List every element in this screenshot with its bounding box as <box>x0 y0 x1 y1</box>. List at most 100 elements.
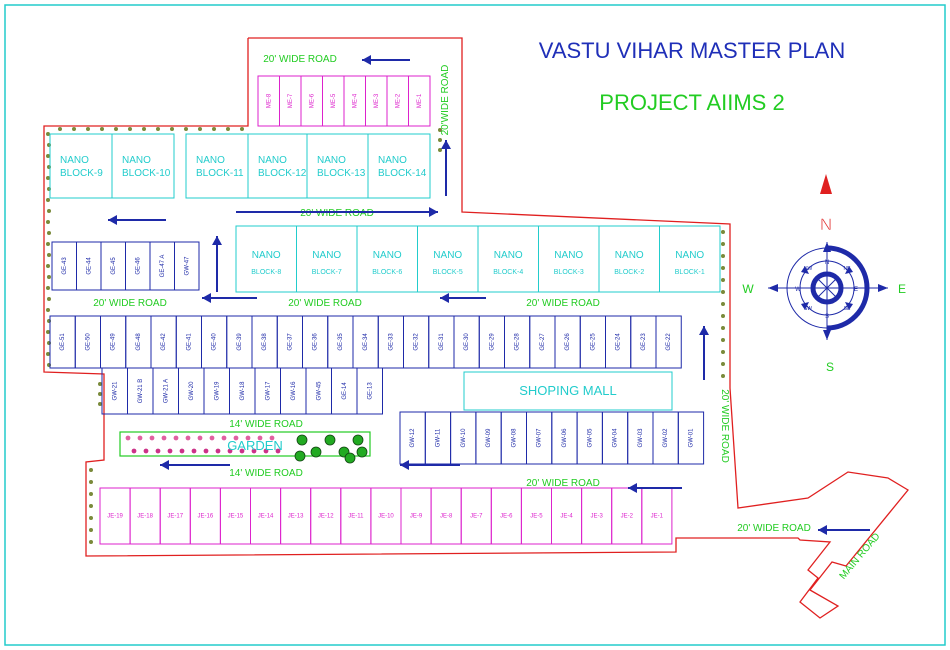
nano-block-label-a: NANO <box>122 155 151 166</box>
nano-block-label-b: BLOCK-5 <box>433 269 463 276</box>
road-arrow-head-icon <box>400 460 409 470</box>
flower-icon <box>143 448 149 454</box>
ge-small-plot-label: GW-47 <box>184 256 190 276</box>
nano-block <box>111 133 175 199</box>
tree-icon <box>721 338 725 342</box>
gw-plot-label: GW-16 <box>291 381 297 401</box>
tree-icon <box>46 176 50 180</box>
ge-small-plot <box>174 241 200 291</box>
ge-plot-label: GE-41 <box>186 333 192 351</box>
flower-icon <box>137 435 143 441</box>
gw-right-plot <box>677 411 705 465</box>
flower-icon <box>161 435 167 441</box>
je-plot-label: JE-7 <box>470 514 483 520</box>
road-label-14b: 14' WIDE ROAD <box>229 468 303 479</box>
je-plot-label: JE-18 <box>137 514 153 520</box>
je-plot-label: JE-12 <box>318 514 334 520</box>
compass-east-letter: E <box>898 282 906 296</box>
compass-inner-nw: NW <box>804 266 813 272</box>
je-plot-label: JE-10 <box>378 514 394 520</box>
road-arrow-head-icon <box>108 215 117 225</box>
road-arrow-head-icon <box>429 207 438 217</box>
tree-icon <box>46 242 50 246</box>
compass-tip-n-icon <box>823 242 831 252</box>
tree-icon <box>98 382 102 386</box>
compass-inner-e: E <box>854 287 858 293</box>
nano-block-label-b: BLOCK-4 <box>493 269 523 276</box>
road-arrow-head-icon <box>362 55 371 65</box>
tree-icon <box>47 209 51 213</box>
je-plot-label: JE-3 <box>590 514 603 520</box>
shopping-mall-label: SHOPING MALL <box>519 383 617 398</box>
gw-right-plot-label: GW-03 <box>638 428 644 448</box>
ge-plot-label: GE-27 <box>540 333 546 351</box>
compass-inner-w: W <box>795 287 801 293</box>
nano-block-label-b: BLOCK-8 <box>251 269 281 276</box>
compass-north-letter: N <box>820 215 832 234</box>
nano-block-label-a: NANO <box>615 250 644 261</box>
tree-icon <box>212 127 216 131</box>
gw-right-plot-label: GW-08 <box>511 428 517 448</box>
me-plot-label: ME-1 <box>417 93 423 108</box>
me-plot-label: ME-5 <box>331 93 337 108</box>
flower-icon <box>257 435 263 441</box>
tree-icon <box>721 374 725 378</box>
ge-plot-label: GE-22 <box>666 333 672 351</box>
flower-icon <box>221 435 227 441</box>
tree-icon <box>721 290 725 294</box>
je-plot-label: JE-2 <box>621 514 634 520</box>
road-label-middle: 20' WIDE ROAD <box>300 208 374 219</box>
tree-icon <box>72 127 76 131</box>
ge-small-plot-label: GE-47 A <box>160 255 166 278</box>
flower-icon <box>131 448 137 454</box>
je-plot-label: JE-14 <box>258 514 274 520</box>
nano-block-label-a: NANO <box>554 250 583 261</box>
je-plot-label: JE-4 <box>560 514 573 520</box>
compass-inner-sw: SW <box>804 306 812 312</box>
gw-right-plot-label: GW-01 <box>689 428 695 448</box>
tree-icon <box>438 128 442 132</box>
ge-small-plot-label: GE-46 <box>135 257 141 275</box>
gw-right-plot-label: GW-06 <box>562 428 568 448</box>
nano-block <box>185 133 249 199</box>
je-plot-label: JE-15 <box>228 514 244 520</box>
road-label-top: 20' WIDE ROAD <box>263 54 337 65</box>
tree-icon <box>98 392 102 396</box>
tree-icon <box>89 516 93 520</box>
road-label-entry: 20' WIDE ROAD <box>737 523 811 534</box>
compass-south-letter: S <box>826 360 834 374</box>
ge-plot-label: GE-35 <box>338 333 344 351</box>
nano-middle-blocks: NANOBLOCK-8NANOBLOCK-7NANOBLOCK-6NANOBLO… <box>235 225 721 293</box>
tree-icon <box>89 492 93 496</box>
ge-plot-label: GE-49 <box>111 333 117 351</box>
road-label-main: MAIN ROAD <box>838 531 883 581</box>
gw-right-plot-label: GW-02 <box>663 428 669 448</box>
tree-icon <box>46 308 50 312</box>
je-plot-label: JE-5 <box>530 514 543 520</box>
je-plot-label: JE-19 <box>107 514 123 520</box>
nano-block-label-b: BLOCK-12 <box>258 168 307 179</box>
nano-block-label-a: NANO <box>494 250 523 261</box>
nano-block <box>659 225 721 293</box>
ge-plot-label: GE-42 <box>161 333 167 351</box>
je-plot-label: JE-11 <box>348 514 364 520</box>
flower-icon <box>233 435 239 441</box>
tree-icon <box>198 127 202 131</box>
flower-icon <box>167 448 173 454</box>
flower-icon <box>173 435 179 441</box>
ge-plot-label: GE-28 <box>515 333 521 351</box>
tree-icon <box>184 127 188 131</box>
shrub-icon <box>356 446 368 458</box>
road-arrow-head-icon <box>160 460 169 470</box>
compass-tip-w-icon <box>768 284 778 292</box>
tree-icon <box>89 504 93 508</box>
je-plot-label: JE-6 <box>500 514 513 520</box>
tree-icon <box>46 198 50 202</box>
tree-icon <box>46 286 50 290</box>
gw-plot-label: GW-17 <box>265 381 271 401</box>
tree-icon <box>47 231 51 235</box>
me-plot-label: ME-4 <box>352 93 358 108</box>
ge-plot-label: GE-50 <box>85 333 91 351</box>
